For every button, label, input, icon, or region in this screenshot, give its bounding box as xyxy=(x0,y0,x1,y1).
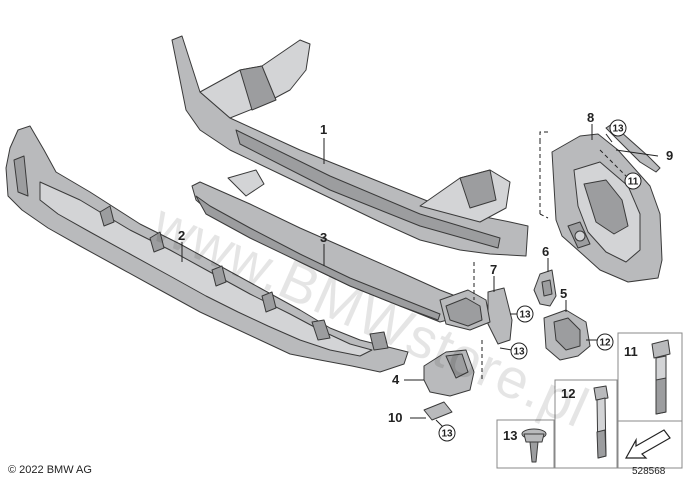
copyright-text: © 2022 BMW AG xyxy=(8,464,92,476)
direction-arrow-icon xyxy=(624,429,671,459)
circled-callout-13-lower: 13 xyxy=(510,342,528,360)
circled-callout-13-top: 13 xyxy=(609,119,627,137)
legend-box-13 xyxy=(496,419,555,469)
callout-3: 3 xyxy=(320,230,327,245)
callout-2: 2 xyxy=(178,228,185,243)
callout-10: 10 xyxy=(388,410,402,425)
part-5-bracket xyxy=(543,309,591,361)
legend-label-13: 13 xyxy=(503,428,517,443)
part-4-lower-bracket xyxy=(423,349,475,397)
callout-4: 4 xyxy=(392,372,400,387)
legend-label-11: 11 xyxy=(624,344,638,359)
svg-text:11: 11 xyxy=(628,177,639,188)
part-crash-box-lower xyxy=(439,289,491,331)
svg-text:13: 13 xyxy=(519,310,531,321)
circled-callout-13-bottom: 13 xyxy=(438,424,456,442)
part-8-support-frame xyxy=(551,133,663,283)
callout-7: 7 xyxy=(490,262,497,277)
callout-1: 1 xyxy=(320,122,327,137)
callout-5: 5 xyxy=(560,286,567,301)
legend-box-arrow xyxy=(617,420,683,469)
legend-box-12 xyxy=(554,379,618,469)
screw-13-icon xyxy=(521,428,547,463)
part-7-bracket xyxy=(487,287,513,345)
circled-callout-11: 11 xyxy=(624,172,642,190)
circled-callout-13-mid: 13 xyxy=(516,305,534,323)
lead-lines xyxy=(181,124,659,431)
legend-label-12: 12 xyxy=(561,386,575,401)
part-10-plate xyxy=(423,401,453,421)
svg-text:13: 13 xyxy=(513,347,525,358)
callout-8: 8 xyxy=(587,110,594,125)
document-number: 528568 xyxy=(632,466,666,477)
callout-6: 6 xyxy=(542,244,549,259)
part-6-clip xyxy=(533,269,557,307)
part-3-lower-crossmember xyxy=(191,169,467,323)
callout-9: 9 xyxy=(666,148,673,163)
hardware-legend: 11 12 13 xyxy=(496,332,683,469)
bolt-12-icon xyxy=(593,385,609,459)
svg-text:13: 13 xyxy=(441,429,453,440)
part-1-bumper-carrier xyxy=(171,35,529,257)
circled-callout-12: 12 xyxy=(596,333,614,351)
bolt-11-icon xyxy=(651,339,671,415)
svg-text:12: 12 xyxy=(599,338,611,349)
part-2-deflector xyxy=(5,125,409,373)
reference-lines xyxy=(473,131,627,382)
svg-text:13: 13 xyxy=(612,124,624,135)
